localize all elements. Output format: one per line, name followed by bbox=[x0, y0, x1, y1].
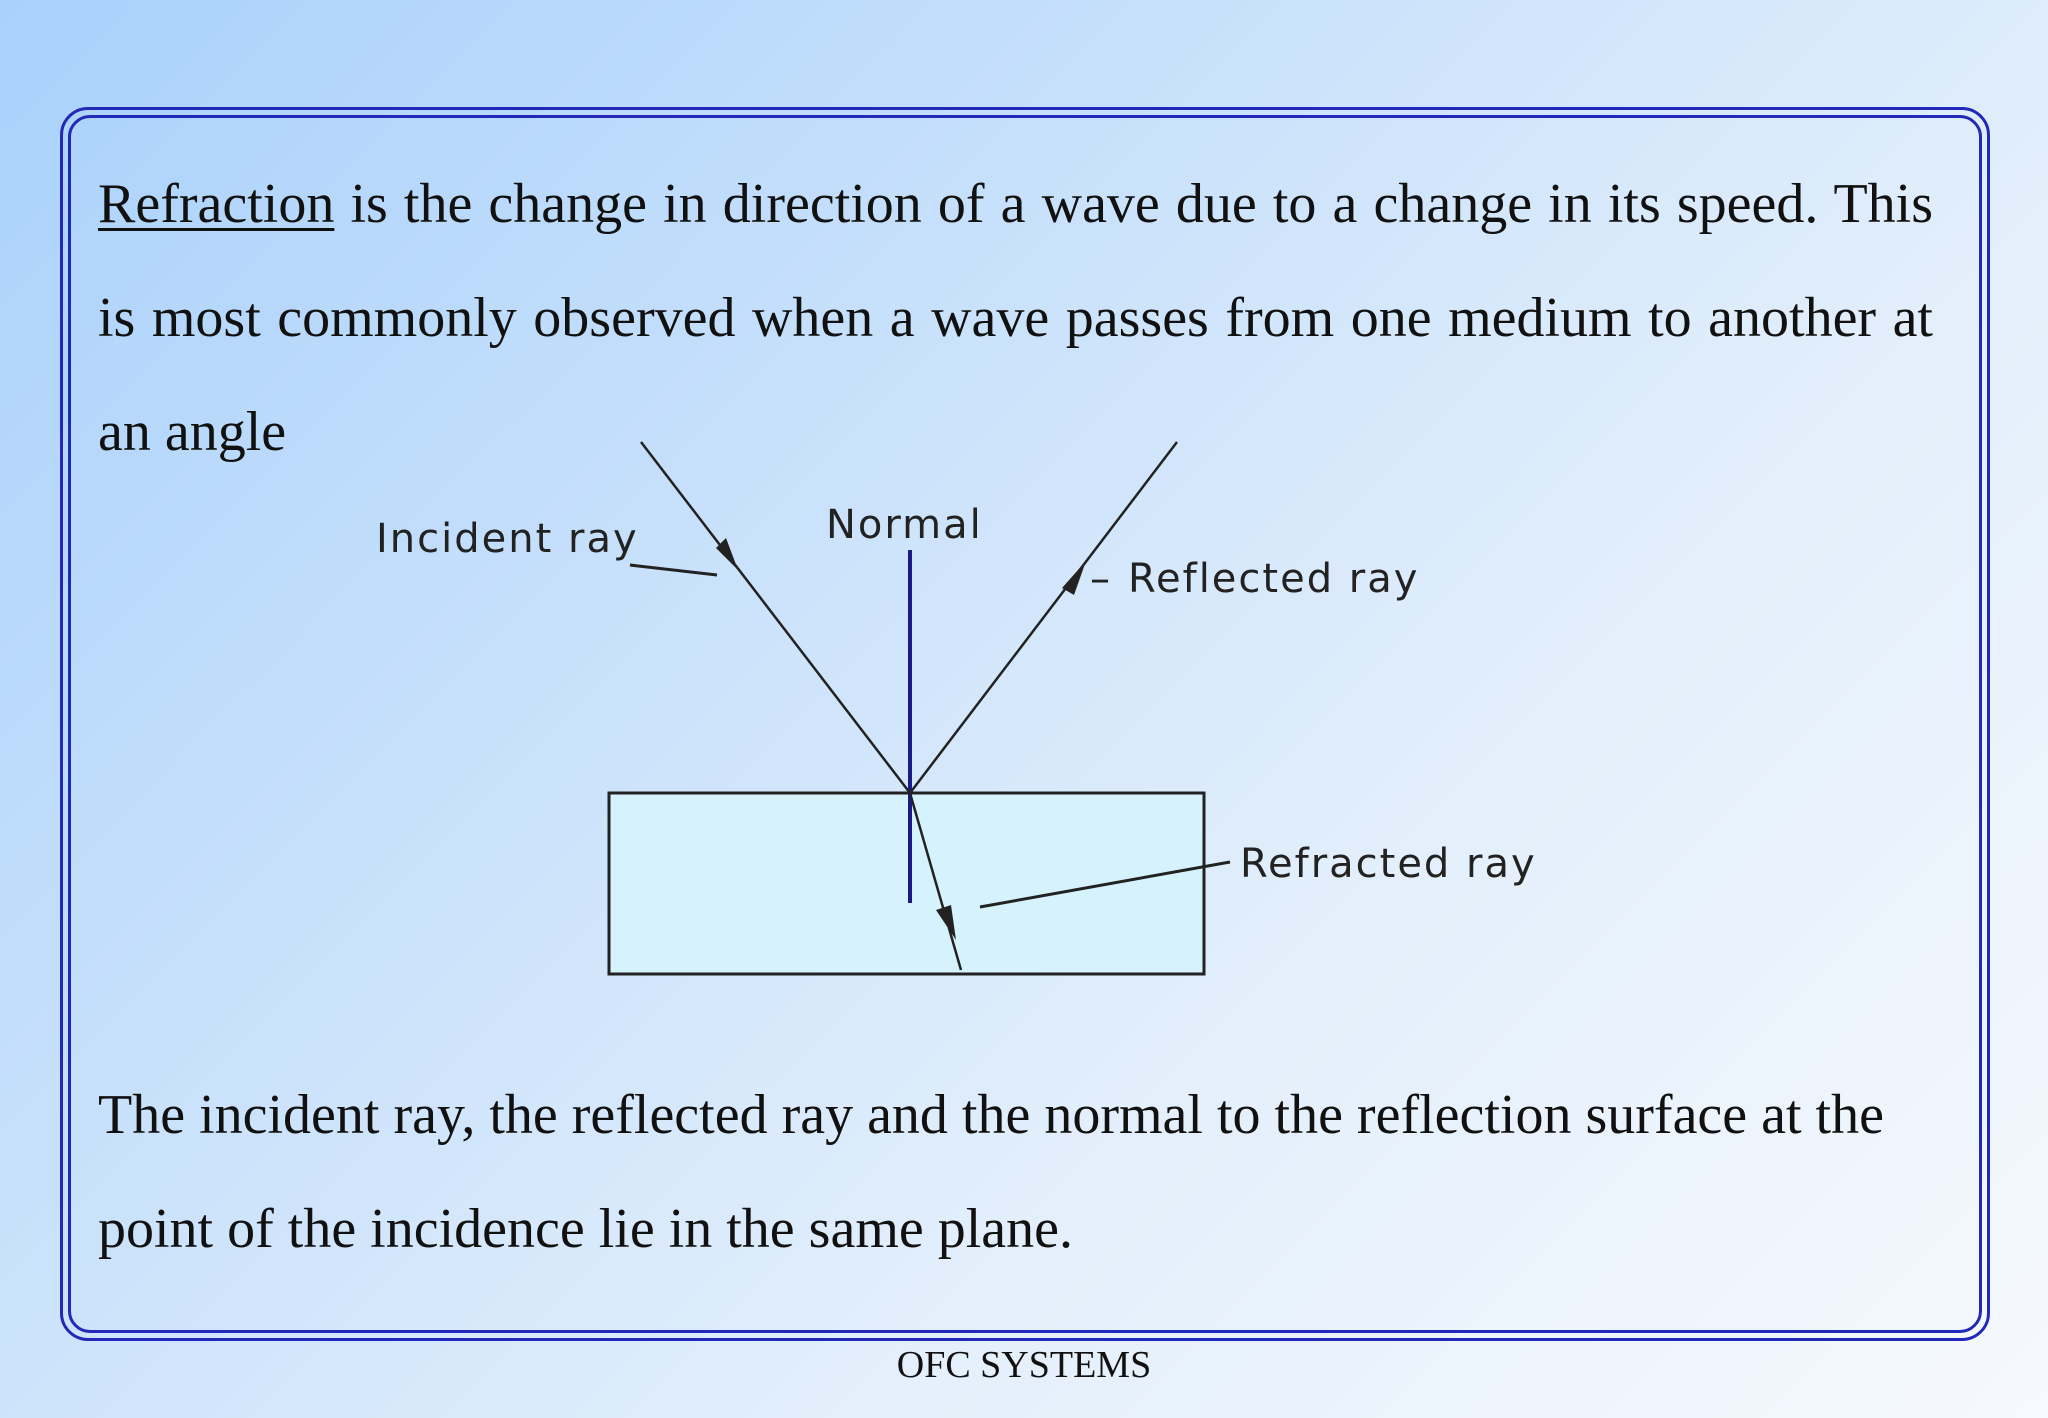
refraction-term: Refraction bbox=[98, 173, 335, 235]
definition-paragraph: Refraction is the change in direction of… bbox=[98, 147, 1933, 489]
refracted-arrowhead bbox=[936, 905, 956, 940]
incident-leader bbox=[629, 563, 718, 577]
slide-frame bbox=[60, 107, 1990, 1341]
incident-ray bbox=[640, 441, 911, 794]
reflected-ray bbox=[909, 441, 1178, 794]
medium-block bbox=[607, 791, 1206, 976]
reflected-arrowhead bbox=[1062, 561, 1086, 595]
slide-frame-inner bbox=[68, 115, 1982, 1333]
normal-label: Normal bbox=[826, 502, 983, 548]
plane-statement-paragraph: The incident ray, the reflected ray and … bbox=[98, 1084, 1884, 1260]
reflected-dash: – bbox=[1090, 556, 1112, 602]
reflected-label: Reflected ray bbox=[1128, 556, 1419, 602]
refracted-leader bbox=[979, 860, 1231, 909]
refracted-ray bbox=[908, 792, 963, 971]
footer-text: OFC SYSTEMS bbox=[896, 1344, 1152, 1386]
definition-text: is the change in direction of a wave due… bbox=[98, 173, 1933, 463]
refracted-label: Refracted ray bbox=[1240, 841, 1537, 887]
incident-label: Incident ray bbox=[376, 516, 639, 562]
incident-arrowhead bbox=[716, 538, 738, 570]
